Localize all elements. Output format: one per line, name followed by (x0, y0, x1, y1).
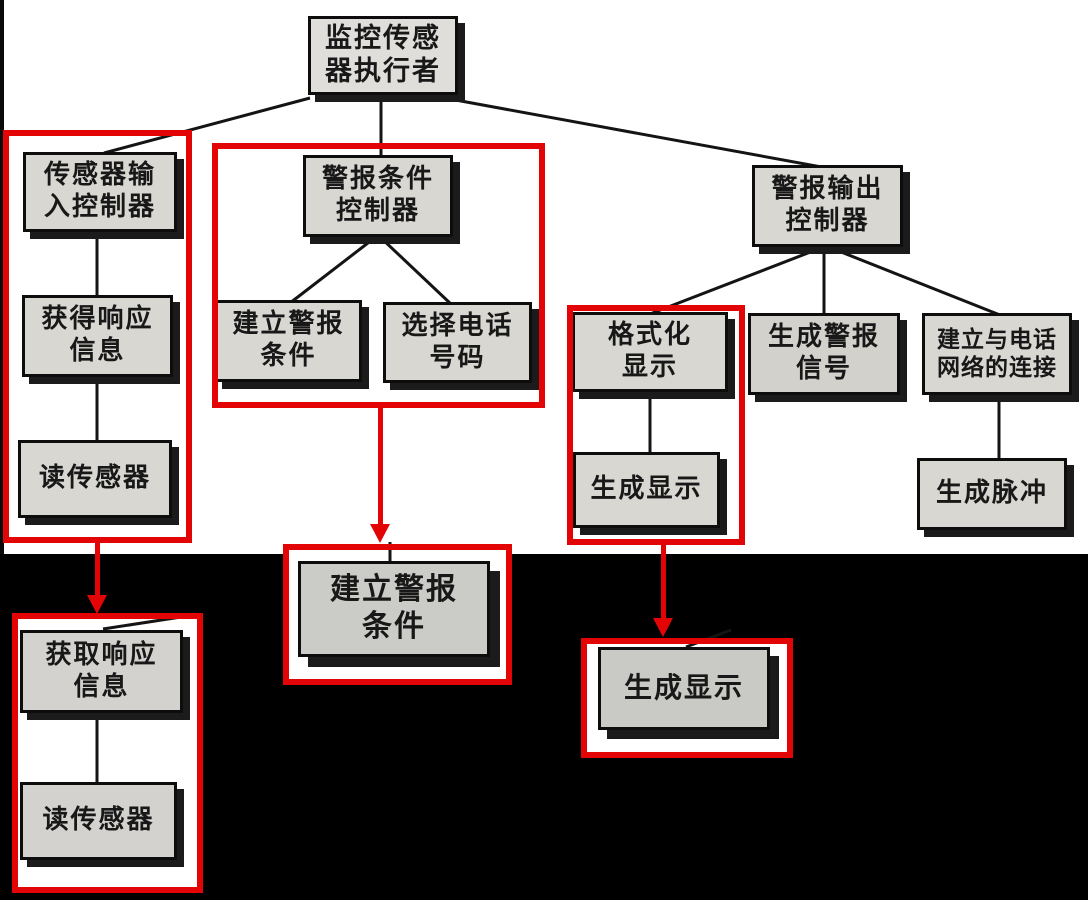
connector-line (825, 244, 1001, 317)
node-select-phone-number: 选择电话 号码 (383, 302, 532, 383)
node-alarm-condition-controller: 警报条件 控制器 (303, 155, 453, 237)
arrow-right-detail-head (653, 618, 673, 637)
node-generate-display: 生成显示 (573, 452, 720, 528)
node-get-response-info: 获得响应 信息 (22, 295, 173, 377)
node-sensor-input-controller: 传感器输 入控制器 (23, 152, 177, 232)
node-root: 监控传感 器执行者 (308, 16, 458, 95)
connector-line (649, 244, 827, 316)
node-detail-generate-display: 生成显示 (598, 647, 770, 730)
node-detail-establish-alarm-condition: 建立警报 条件 (298, 561, 490, 657)
node-detail-get-response-info: 获取响应 信息 (20, 630, 183, 713)
scan-edge-artifact (0, 0, 4, 554)
arrow-left-detail-line (95, 543, 100, 596)
arrow-left-detail-head (87, 595, 107, 614)
arrow-middle-detail-line (378, 408, 383, 525)
node-alarm-output-controller: 警报输出 控制器 (752, 165, 903, 247)
node-connect-phone-network: 建立与电话 网络的连接 (922, 313, 1072, 395)
connector-line (289, 234, 378, 305)
highlight-detail-sensor-input-chain (12, 613, 203, 893)
connector-line (377, 234, 454, 307)
arrow-right-detail-line (661, 545, 666, 619)
node-detail-read-sensor: 读传感器 (20, 782, 177, 860)
node-generate-alarm-signal: 生成警报 信号 (748, 313, 900, 395)
connector-line (103, 96, 311, 155)
highlight-detail-generate-display-box (581, 638, 793, 758)
highlight-format-display-chain (567, 305, 745, 545)
node-format-display: 格式化 显示 (572, 312, 728, 392)
node-read-sensor: 读传感器 (18, 440, 172, 518)
highlight-alarm-condition-group (212, 143, 545, 408)
node-generate-pulse: 生成脉冲 (917, 458, 1067, 530)
connector-line (449, 97, 828, 170)
highlight-detail-establish-alarm-box (283, 544, 512, 685)
highlight-sensor-input-chain (3, 130, 192, 543)
arrow-middle-detail-head (370, 524, 390, 543)
node-establish-alarm-condition: 建立警报 条件 (215, 300, 362, 382)
